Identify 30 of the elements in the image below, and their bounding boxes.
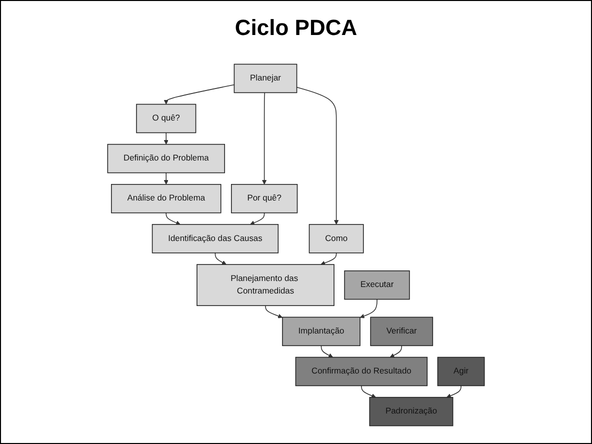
arrow [164,84,235,104]
arrow [390,345,402,358]
node-box: Como [308,224,364,254]
arrow [361,385,376,398]
node-box: Definição do Problema [107,144,225,174]
node-box: Por quê? [231,184,298,214]
node-box: Planejar [234,64,298,94]
arrow [320,345,334,358]
arrow [265,305,283,318]
node-box: Análise do Problema [111,184,222,214]
node-box: O quê? [136,104,196,134]
node-box: Implantação [282,316,360,346]
node-box: Padronização [369,396,454,426]
arrow [166,212,181,226]
arrow [446,385,462,398]
arrow [296,86,339,225]
node-box: Executar [344,270,410,300]
diagram-title: Ciclo PDCA [234,15,358,41]
arrow [262,92,267,185]
node-box: Verificar [370,316,434,346]
arrow [250,212,265,226]
arrow [360,298,378,318]
arrow [164,132,168,145]
node-box: Planejamento das Contramedidas [196,264,334,306]
arrow [320,252,337,266]
node-box: Agir [437,356,485,386]
node-box: Identificação das Causas [152,224,279,254]
arrow [164,172,168,185]
arrow [214,252,226,265]
node-box: Confirmação do Resultado [295,356,428,386]
